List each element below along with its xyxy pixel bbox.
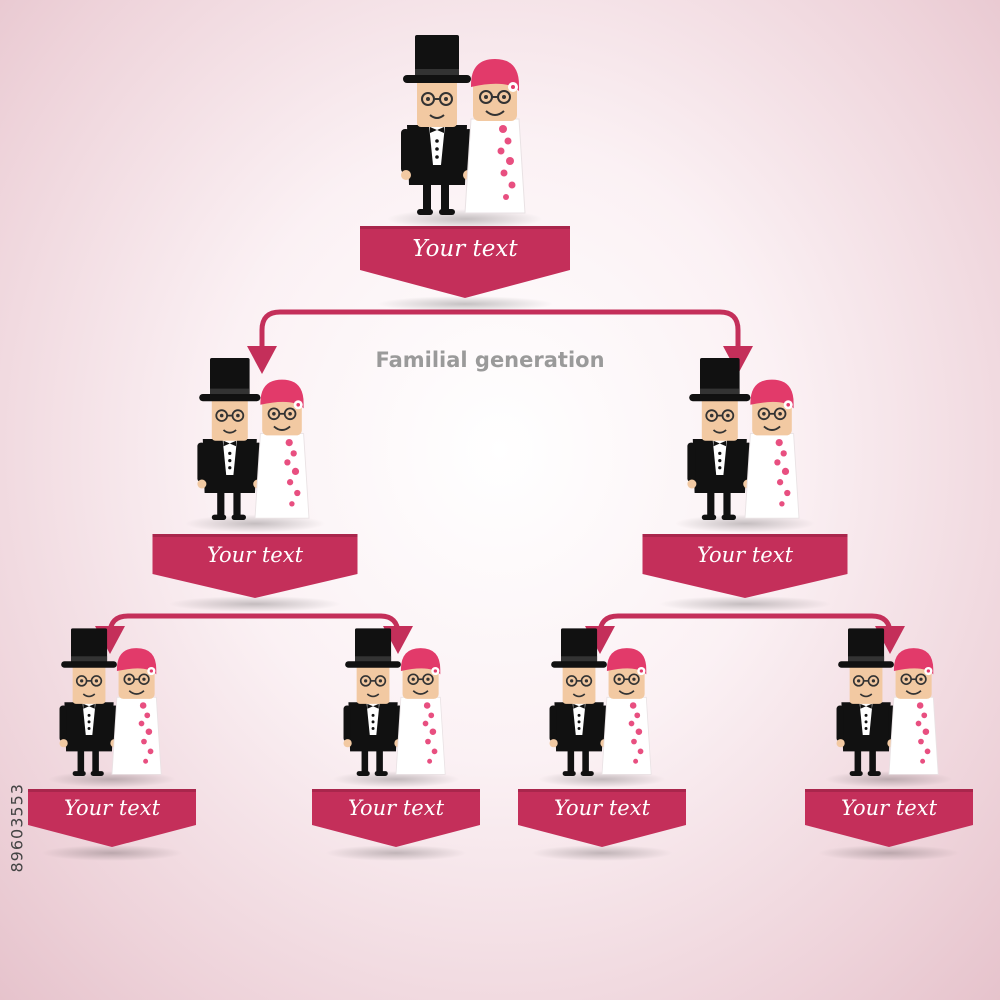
node-label: Your text: [64, 796, 161, 820]
node-gen2-a: Your text: [28, 627, 196, 861]
node-gen2-d: Your text: [805, 627, 973, 861]
connector-gen1-left-to-gen2-a: [107, 613, 255, 635]
label-banner: [28, 789, 196, 847]
connector-gen1-right-to-gen2-c: [597, 613, 745, 635]
node-label: Your text: [841, 796, 938, 820]
node-label: Your text: [348, 796, 445, 820]
label-banner: [312, 789, 480, 847]
label-banner: [360, 226, 570, 298]
stock-image-id: 89603553: [7, 783, 27, 873]
bride-groom-icon: [386, 34, 544, 230]
node-root: Your text: [360, 34, 570, 312]
label-banner: [642, 534, 848, 598]
connector-root-to-gen1-right: [465, 309, 741, 352]
node-label: Your text: [412, 236, 518, 262]
node-gen1-left: Your text: [152, 357, 358, 612]
label-banner: [805, 789, 973, 847]
label-banner: [518, 789, 686, 847]
node-gen2-c: Your text: [518, 627, 686, 861]
bride-groom-icon: [537, 627, 667, 789]
node-gen1-right: Your text: [642, 357, 848, 612]
label-banner: [152, 534, 358, 598]
node-gen2-b: Your text: [312, 627, 480, 861]
diagram-subtitle: Familial generation: [375, 348, 604, 372]
bride-groom-icon: [824, 627, 954, 789]
node-label: Your text: [554, 796, 651, 820]
bride-groom-icon: [183, 357, 327, 534]
connector-root-to-gen1-left: [259, 309, 465, 352]
arrowhead-gen1-left: [247, 346, 277, 374]
node-label: Your text: [697, 543, 794, 567]
bride-groom-icon: [331, 627, 461, 789]
bride-groom-icon: [673, 357, 817, 534]
node-label: Your text: [207, 543, 304, 567]
bride-groom-icon: [47, 627, 177, 789]
